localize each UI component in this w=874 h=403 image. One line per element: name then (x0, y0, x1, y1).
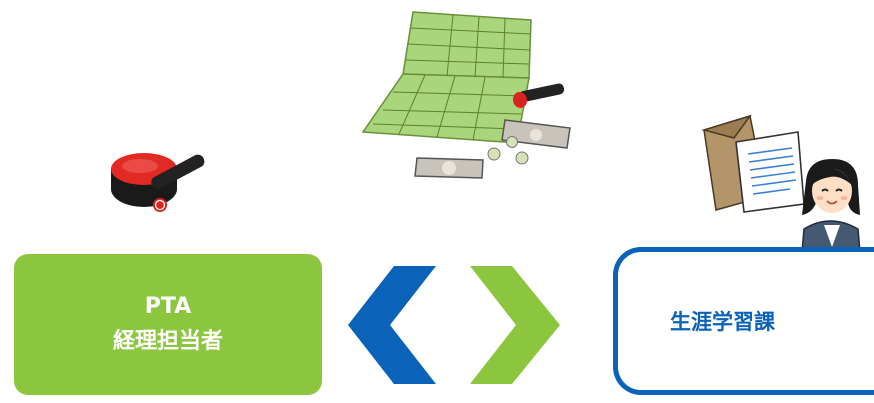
bankbook-icon (355, 8, 587, 188)
pta-accountant-box: PTA 経理担当者 (14, 254, 322, 395)
hanko-stamp-icon (104, 145, 224, 220)
division-label: 生涯学習課 (670, 306, 775, 336)
lifelong-learning-division-box: 生涯学習課 (613, 247, 874, 395)
left-chevron-arrow (348, 266, 440, 384)
right-chevron-arrow (470, 266, 562, 384)
accountant-label: 経理担当者 (113, 325, 223, 359)
pta-label: PTA (145, 290, 191, 324)
